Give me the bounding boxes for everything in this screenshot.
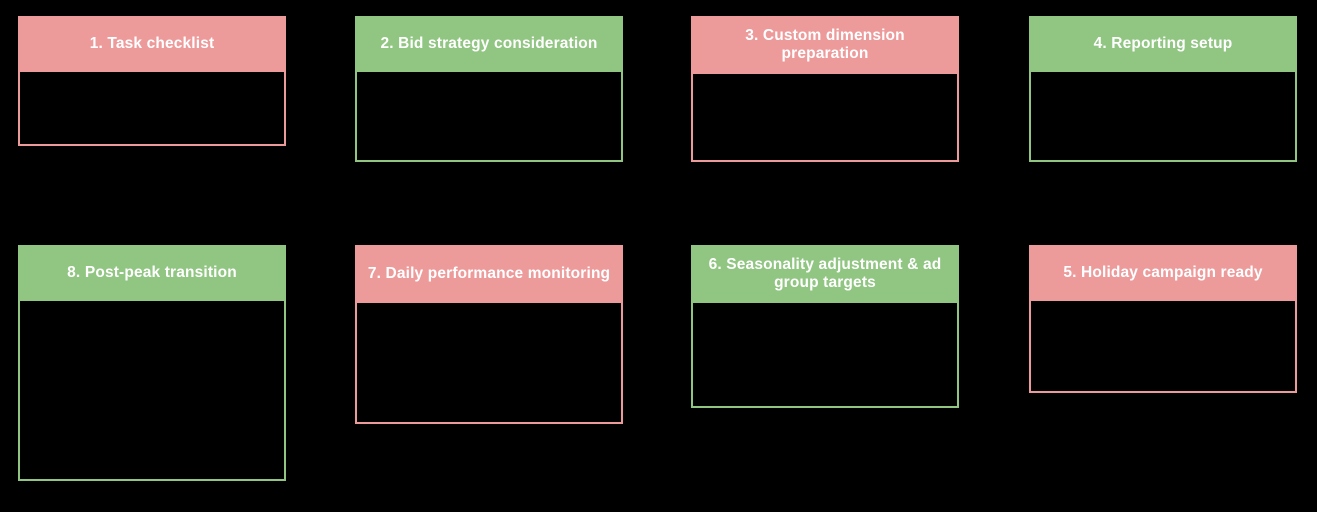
step-card-3-title: 3. Custom dimension preparation: [745, 27, 905, 62]
step-card-7-title: 7. Daily performance monitoring: [367, 265, 611, 282]
step-card-7-body[interactable]: [355, 303, 623, 424]
step-card-2-body[interactable]: [355, 72, 623, 162]
step-card-5-body[interactable]: [1029, 301, 1297, 393]
step-card-1-header: 1. Task checklist: [18, 16, 286, 72]
step-card-8-header: 8. Post-peak transition: [18, 245, 286, 301]
step-card-5[interactable]: 5. Holiday campaign ready: [1029, 245, 1297, 393]
step-card-5-title: 5. Holiday campaign ready: [1063, 264, 1263, 281]
step-card-8-title: 8. Post-peak transition: [67, 264, 237, 281]
step-card-6[interactable]: 6. Seasonality adjustment & ad group tar…: [691, 245, 959, 408]
step-card-1[interactable]: 1. Task checklist: [18, 16, 286, 146]
step-card-3-body[interactable]: [691, 74, 959, 162]
step-card-4-title: 4. Reporting setup: [1093, 35, 1233, 52]
step-card-1-body[interactable]: [18, 72, 286, 146]
step-card-5-header: 5. Holiday campaign ready: [1029, 245, 1297, 301]
step-card-6-title: 6. Seasonality adjustment & ad group tar…: [708, 256, 942, 291]
step-card-8[interactable]: 8. Post-peak transition: [18, 245, 286, 481]
step-card-7[interactable]: 7. Daily performance monitoring: [355, 245, 623, 424]
step-card-1-title: 1. Task checklist: [89, 35, 215, 52]
step-card-8-body[interactable]: [18, 301, 286, 481]
step-card-6-body[interactable]: [691, 303, 959, 408]
step-card-3[interactable]: 3. Custom dimension preparation: [691, 16, 959, 162]
step-card-2[interactable]: 2. Bid strategy consideration: [355, 16, 623, 162]
step-card-2-title: 2. Bid strategy consideration: [380, 35, 598, 52]
step-card-7-header: 7. Daily performance monitoring: [355, 245, 623, 303]
step-card-6-header: 6. Seasonality adjustment & ad group tar…: [691, 245, 959, 303]
step-card-4-body[interactable]: [1029, 72, 1297, 162]
step-card-3-header: 3. Custom dimension preparation: [691, 16, 959, 74]
step-card-4[interactable]: 4. Reporting setup: [1029, 16, 1297, 162]
step-card-4-header: 4. Reporting setup: [1029, 16, 1297, 72]
step-card-2-header: 2. Bid strategy consideration: [355, 16, 623, 72]
